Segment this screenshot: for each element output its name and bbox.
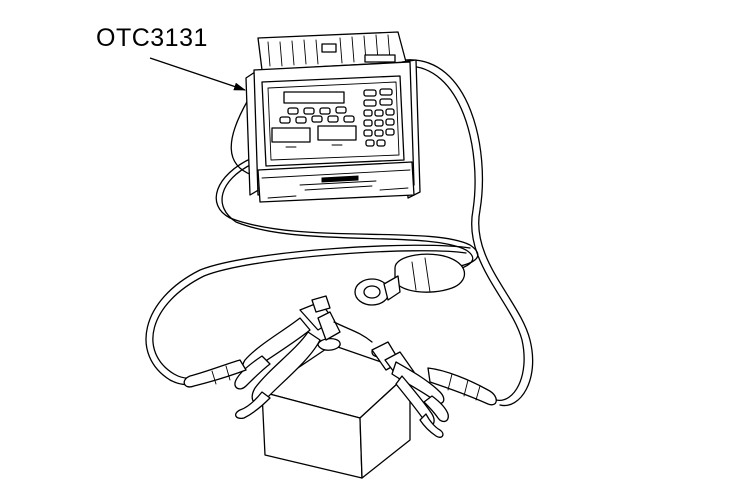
current-probe xyxy=(354,253,466,306)
tester-model-label: OTC3131 xyxy=(96,24,208,52)
right-battery-clamp xyxy=(371,341,497,438)
callout-arrow xyxy=(149,57,246,91)
battery-tester xyxy=(245,31,421,203)
keypad-buttons xyxy=(279,88,395,147)
left-battery-clamp xyxy=(183,295,341,420)
clamp-lead xyxy=(333,321,373,343)
tester-cables xyxy=(145,59,534,407)
